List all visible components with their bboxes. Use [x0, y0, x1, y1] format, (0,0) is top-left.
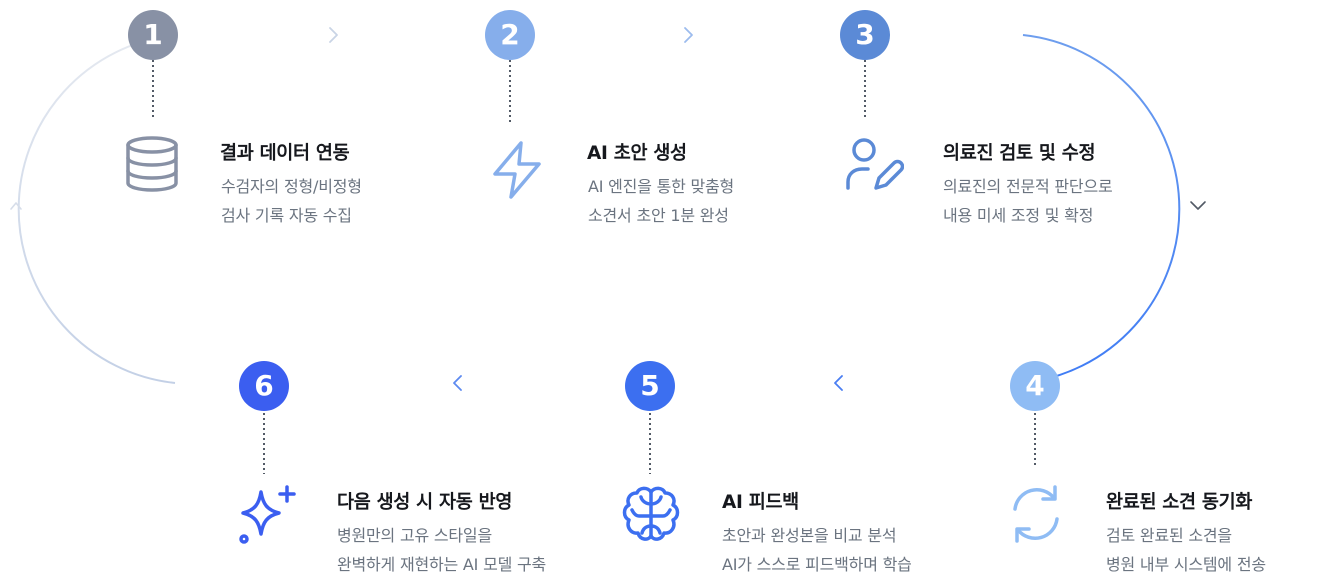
- chevron-right-icon: [329, 27, 338, 43]
- step-4-desc-line-2: 병원 내부 시스템에 전송: [1106, 555, 1266, 574]
- sync-icon: [1004, 482, 1068, 546]
- step-5-desc-line-1: 초안과 완성본을 비교 분석: [722, 526, 897, 545]
- step-4-badge: 4: [1010, 361, 1060, 411]
- chevron-right-icon: [684, 27, 693, 43]
- lightning-icon: [485, 138, 549, 202]
- track-left-arc: [17, 34, 176, 384]
- step-3-desc-line-2: 내용 미세 조정 및 확정: [943, 206, 1094, 225]
- sparkle-icon: [234, 482, 298, 546]
- step-6-desc-line-2: 완벽하게 재현하는 AI 모델 구축: [337, 555, 547, 574]
- step-6-badge: 6: [239, 361, 289, 411]
- step-1-desc-line-1: 수검자의 정형/비정형: [221, 177, 362, 196]
- step-1-description: 수검자의 정형/비정형 검사 기록 자동 수집: [221, 172, 362, 230]
- database-icon: [120, 132, 184, 196]
- step-5-title: AI 피드백: [722, 492, 799, 513]
- step-1-title: 결과 데이터 연동: [220, 143, 350, 164]
- track-right-arc: [1022, 34, 1181, 384]
- step-2-description: AI 엔진을 통한 맞춤형 소견서 초안 1분 완성: [588, 172, 734, 230]
- step-5-desc-line-2: AI가 스스로 피드백하며 학습: [722, 555, 912, 574]
- step-3-description: 의료진의 전문적 판단으로 내용 미세 조정 및 확정: [943, 172, 1113, 230]
- step-3-badge: 3: [840, 10, 890, 60]
- step-6-description: 병원만의 고유 스타일을 완벽하게 재현하는 AI 모델 구축: [337, 521, 546, 579]
- step-4-desc-line-1: 검토 완료된 소견을: [1106, 526, 1232, 545]
- chevron-left-icon: [834, 375, 843, 391]
- step-2-title: AI 초안 생성: [587, 143, 687, 164]
- step-2-desc-line-1: AI 엔진을 통한 맞춤형: [588, 177, 735, 196]
- step-1-badge: 1: [128, 10, 178, 60]
- chevron-up-icon: [10, 202, 22, 210]
- step-5-description: 초안과 완성본을 비교 분석 AI가 스스로 피드백하며 학습: [722, 521, 912, 579]
- step-3-title: 의료진 검토 및 수정: [943, 143, 1096, 164]
- step-6-desc-line-1: 병원만의 고유 스타일을: [337, 526, 492, 545]
- step-2-badge: 2: [485, 10, 535, 60]
- brain-icon: [619, 482, 683, 546]
- step-4-title: 완료된 소견 동기화: [1106, 492, 1253, 513]
- step-2-desc-line-2: 소견서 초안 1분 완성: [588, 206, 729, 225]
- step-4-description: 검토 완료된 소견을 병원 내부 시스템에 전송: [1106, 521, 1266, 579]
- step-1-desc-line-2: 검사 기록 자동 수집: [221, 206, 352, 225]
- step-5-badge: 5: [625, 361, 675, 411]
- step-6-title: 다음 생성 시 자동 반영: [337, 492, 513, 513]
- step-3-desc-line-1: 의료진의 전문적 판단으로: [943, 177, 1113, 196]
- chevron-down-icon: [1190, 201, 1206, 210]
- chevron-left-icon: [453, 375, 462, 391]
- user-edit-icon: [840, 132, 904, 196]
